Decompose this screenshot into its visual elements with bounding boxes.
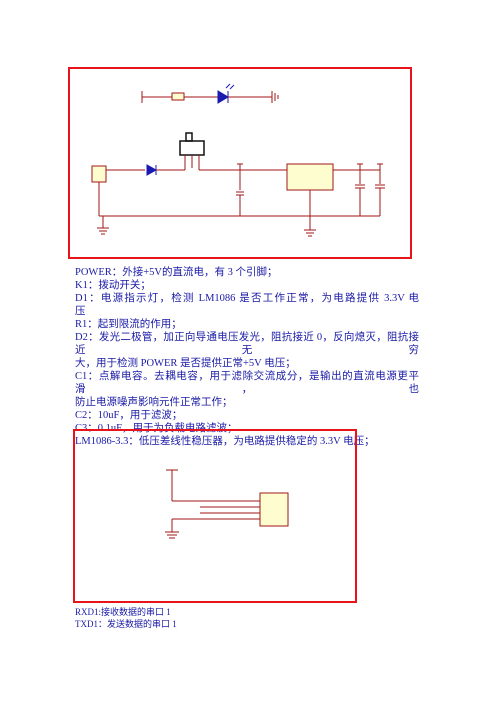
power-circuit-description: POWER：外接+5V的直流电，有 3 个引脚； K1：拨动开关； D1：电源指…: [75, 266, 419, 448]
serial-circuit-description: RXD1:接收数据的串口 1 TXD1：发送数据的串口 1: [75, 606, 375, 630]
c1-desc-line: C1：点解电容。去耦电容，用于滤除交流成分，是输出的直流电源更平滑，也: [75, 371, 419, 395]
regulator-lm1086: [286, 163, 334, 191]
serial-circuit-frame: [73, 429, 357, 603]
c3-desc-line: C3：0.1uF，用于为负载电路滤波；: [75, 423, 238, 434]
r1-desc-line: R1：起到限流的作用；: [75, 319, 182, 330]
c2-desc-line: C2：10uF，用于滤波；: [75, 410, 183, 421]
c1-desc-line-continued: 防止电源噪声影响元件正常工作；: [75, 397, 233, 408]
led-d2: [217, 90, 229, 104]
k1-desc-line: K1：拨动开关；: [75, 280, 151, 291]
txd1-desc-line: TXD1：发送数据的串口 1: [75, 619, 177, 629]
power-circuit-frame: [68, 67, 412, 259]
lm1086-desc-line: LM1086-3.3：低压差线性稳压器，为电路提供稳定的 3.3V 电压；: [75, 436, 375, 447]
resistor-r1: [171, 92, 185, 101]
serial-connector: [259, 492, 289, 527]
diode-d1: [146, 164, 158, 176]
d1-desc-line-continued: 压: [75, 306, 86, 317]
d2-desc-line-continued: 大，用于检测 POWER 是否提供正常+5V 电压；: [75, 358, 296, 369]
rxd1-desc-line: RXD1:接收数据的串口 1: [75, 607, 171, 617]
indicator-led-branch: [141, 83, 279, 104]
switch-k1: [179, 132, 205, 170]
power-circuit-schematic: [68, 67, 412, 259]
power-connector: [91, 165, 107, 183]
d2-desc-line: D2：发光二极管，加正向导通电压发光，阻抗接近 0，反向熄灭，阻抗接近无穷: [75, 332, 419, 356]
serial-circuit-schematic: [73, 429, 357, 603]
power-desc-line: POWER：外接+5V的直流电，有 3 个引脚；: [75, 267, 278, 278]
d1-desc-line: D1：电源指示灯，检测 LM1086 是否工作正常，为电路提供 3.3V 电: [75, 293, 419, 304]
